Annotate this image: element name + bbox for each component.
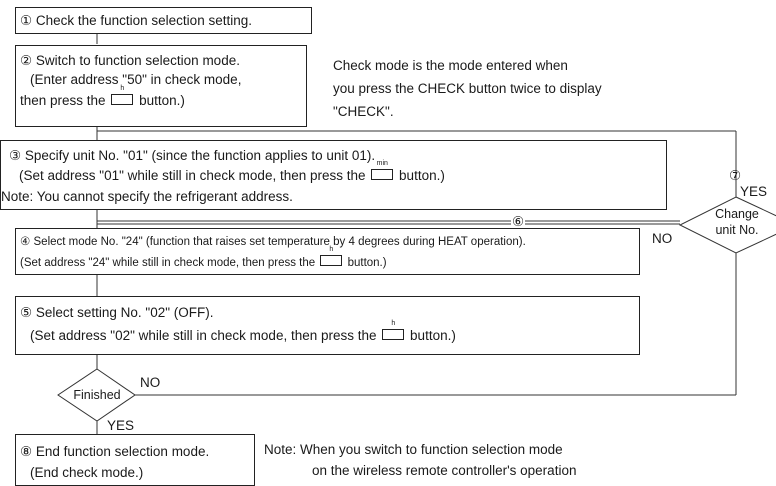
step2-box: ② Switch to function selection mode. (En… <box>15 45 307 127</box>
marker-6: ⑥ <box>511 214 526 230</box>
bottom-note-line2: on the wireless remote controller's oper… <box>312 463 577 478</box>
change-unit-label: Change unit No. <box>702 206 772 238</box>
step1-text: ① Check the function selection setting. <box>20 13 252 28</box>
step2-line3-end: button.) <box>139 93 185 108</box>
step4-box: ④ Select mode No. "24" (function that ra… <box>15 228 640 275</box>
change-unit-diamond <box>678 196 776 254</box>
step3-title: ③ Specify unit No. "01" (since the funct… <box>9 148 376 163</box>
check-note-line1: Check mode is the mode entered when <box>333 58 568 73</box>
change-unit-no-label: NO <box>652 231 673 246</box>
step4-title: ④ Select mode No. "24" (function that ra… <box>20 236 526 248</box>
step2-title: ② Switch to function selection mode. <box>20 53 240 68</box>
step4-line2-end: button.) <box>347 257 387 269</box>
step1-box: ① Check the function selection setting. <box>15 7 312 34</box>
finished-diamond <box>57 368 136 422</box>
step5-box: ⑤ Select setting No. "02" (OFF). (Set ad… <box>15 296 640 355</box>
step4-line2: (Set address "24" while still in check m… <box>20 246 387 272</box>
step8-box: ⑧ End function selection mode. (End chec… <box>15 434 255 486</box>
finished-no-label: NO <box>140 375 161 390</box>
h-button-icon: h <box>320 246 343 266</box>
marker-7: ⑦ <box>729 168 742 183</box>
h-button-cap: h <box>120 85 125 92</box>
h-button-cap: h <box>329 246 334 253</box>
step8-line2: (End check mode.) <box>30 465 144 480</box>
finished-yes-label: YES <box>107 418 135 433</box>
min-button-icon: min <box>371 160 394 180</box>
bottom-note-line1: Note: When you switch to function select… <box>264 442 563 457</box>
step2-line3-text: then press the <box>20 93 106 108</box>
step2-line3: then press the h button.) <box>20 85 185 110</box>
change-unit-line1: Change <box>715 207 759 221</box>
step8-title: ⑧ End function selection mode. <box>20 444 210 459</box>
h-button-cap: h <box>391 320 396 327</box>
finished-label: Finished <box>73 388 121 402</box>
step5-title: ⑤ Select setting No. "02" (OFF). <box>20 305 214 320</box>
step3-line2-end: button.) <box>399 168 445 183</box>
change-unit-yes-label: YES <box>740 184 768 199</box>
step5-line2: (Set address "02" while still in check m… <box>30 320 456 345</box>
step3-note: Note: You cannot specify the refrigerant… <box>1 189 293 204</box>
min-button-cap: min <box>376 160 388 167</box>
change-unit-line2: unit No. <box>715 223 759 237</box>
step5-line2-text: (Set address "02" while still in check m… <box>30 328 377 343</box>
h-button-icon: h <box>382 320 405 340</box>
step3-line2-text: (Set address "01" while still in check m… <box>19 168 366 183</box>
step3-box: ③ Specify unit No. "01" (since the funct… <box>0 140 667 210</box>
h-button-icon: h <box>111 85 134 105</box>
step2-line2: (Enter address "50" in check mode, <box>30 72 242 87</box>
step3-line2: (Set address "01" while still in check m… <box>19 160 445 185</box>
step5-line2-end: button.) <box>410 328 456 343</box>
check-note-line2: you press the CHECK button twice to disp… <box>333 81 602 96</box>
check-note-line3: "CHECK". <box>333 104 394 119</box>
step4-line2-text: (Set address "24" while still in check m… <box>20 257 316 269</box>
